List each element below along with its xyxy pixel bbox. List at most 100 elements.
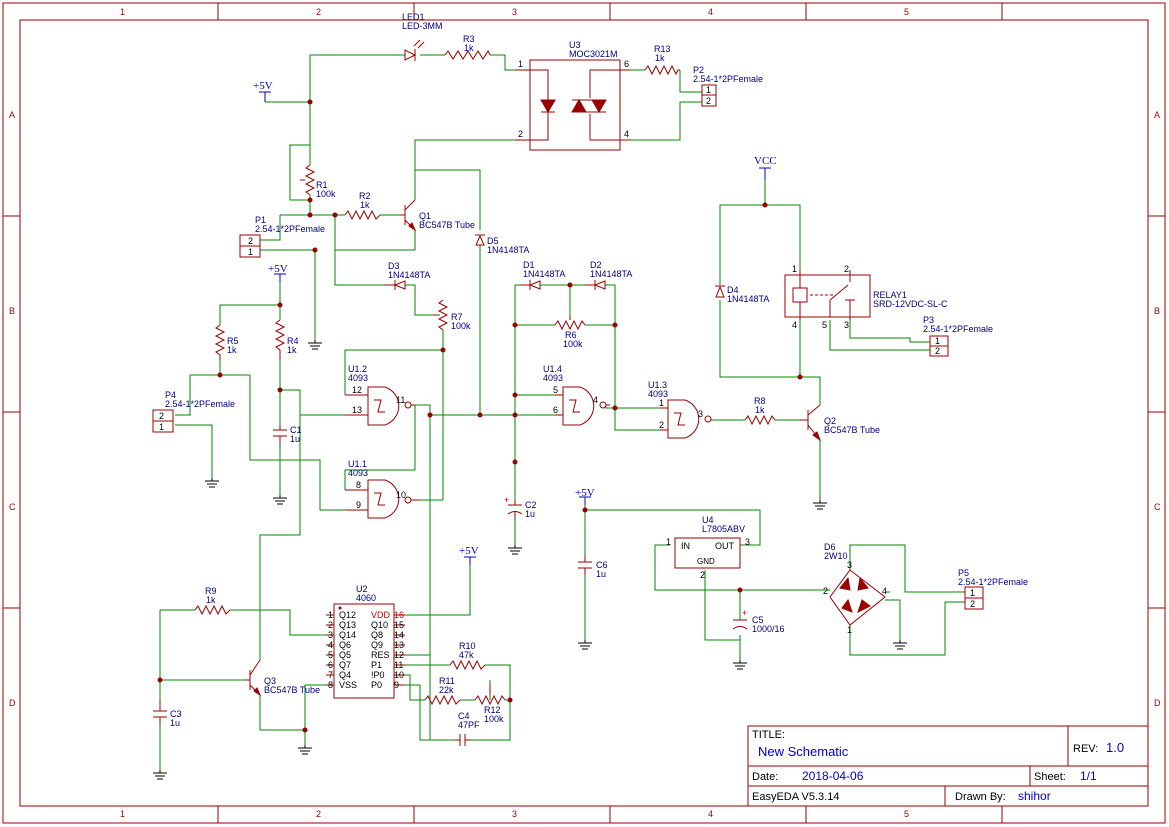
u2-pin-name: Q6 bbox=[339, 640, 351, 650]
capacitor-c3[interactable]: C3 1u bbox=[153, 700, 182, 728]
svg-text:IN: IN bbox=[681, 541, 690, 551]
svg-text:1u: 1u bbox=[290, 434, 300, 444]
u2-pin-number: 11 bbox=[394, 660, 403, 670]
optocoupler-u3[interactable]: U3 MOC3021M 1 2 6 4 bbox=[515, 40, 630, 151]
connector-p1[interactable]: 2 1 P1 2.54-1*2PFemale bbox=[239, 215, 325, 258]
sheet-label: Sheet: bbox=[1034, 771, 1066, 783]
potentiometer-r7[interactable]: R7 100k bbox=[433, 299, 471, 331]
svg-text:C6: C6 bbox=[596, 560, 608, 570]
connector-p4[interactable]: 2 1 P4 2.54-1*2PFemale bbox=[152, 390, 235, 433]
u2-pin-name: Q8 bbox=[371, 630, 383, 640]
transistor-q3[interactable]: Q3 BC547B Tube bbox=[245, 659, 320, 697]
u2-pin-name: Q4 bbox=[339, 670, 351, 680]
transistor-q1[interactable]: Q1 BC547B Tube bbox=[400, 199, 475, 232]
resistor-r8[interactable]: R8 1k bbox=[744, 396, 776, 426]
potentiometer-r12[interactable]: R12 100k bbox=[474, 685, 506, 724]
u2-pin: 9P0 bbox=[371, 680, 405, 690]
resistor-r5[interactable]: R5 1k bbox=[214, 324, 239, 360]
svg-text:BC547B Tube: BC547B Tube bbox=[824, 425, 880, 435]
grid-col-label: 3 bbox=[512, 809, 517, 819]
svg-text:Q3: Q3 bbox=[264, 676, 276, 686]
capacitor-c5[interactable]: + C5 1000/16 bbox=[732, 608, 785, 634]
svg-text:1000/16: 1000/16 bbox=[752, 624, 785, 634]
svg-text:100k: 100k bbox=[316, 189, 336, 199]
svg-text:R10: R10 bbox=[459, 641, 476, 651]
resistor-r4[interactable]: R4 1k bbox=[274, 319, 299, 360]
resistor-r3[interactable]: R3 1k bbox=[444, 34, 491, 60]
svg-text:GND: GND bbox=[697, 557, 715, 566]
svg-text:100k: 100k bbox=[484, 714, 504, 724]
svg-text:2: 2 bbox=[248, 236, 253, 246]
drawn-by-value: shihor bbox=[1018, 789, 1051, 803]
led1[interactable]: LED1 LED-3MM bbox=[402, 12, 443, 61]
svg-text:2W10: 2W10 bbox=[824, 551, 848, 561]
nand-gate-u1-3[interactable]: U1.3 4093 1 2 3 bbox=[648, 380, 712, 439]
svg-text:MOC3021M: MOC3021M bbox=[569, 49, 618, 59]
diode-d4[interactable]: D4 1N4148TA bbox=[715, 285, 769, 304]
date-value: 2018-04-06 bbox=[802, 769, 864, 783]
connector-p2[interactable]: 1 2 P2 2.54-1*2PFemale bbox=[693, 65, 763, 107]
svg-text:4093: 4093 bbox=[348, 468, 368, 478]
u2-pin-number: 10 bbox=[394, 670, 404, 680]
svg-text:100k: 100k bbox=[563, 339, 583, 349]
resistor-r10[interactable]: R10 47k bbox=[449, 641, 486, 671]
power-5v-top: +5V bbox=[253, 80, 273, 102]
potentiometer-r1[interactable]: R1 100k bbox=[300, 164, 336, 199]
svg-text:3: 3 bbox=[847, 560, 852, 570]
connector-p3[interactable]: 1 2 P3 2.54-1*2PFemale bbox=[923, 315, 993, 357]
svg-text:R1: R1 bbox=[316, 180, 328, 190]
nand-gate-u1-2[interactable]: U1.2 4093 12 13 11 bbox=[345, 364, 415, 426]
svg-text:R11: R11 bbox=[439, 676, 455, 686]
regulator-u4[interactable]: IN OUT GND 1 3 2 U4 L7805ABV bbox=[666, 515, 750, 580]
resistor-r13[interactable]: R13 1k bbox=[644, 44, 680, 76]
transistor-q2[interactable]: Q2 BC547B Tube bbox=[800, 404, 880, 442]
capacitor-c2[interactable]: + C2 1u bbox=[504, 495, 537, 520]
svg-text:4: 4 bbox=[882, 586, 887, 596]
svg-text:+5V: +5V bbox=[253, 80, 273, 92]
diode-d5[interactable]: D5 1N4148TA bbox=[475, 234, 529, 255]
relay-relay1[interactable]: 1 2 4 5 3 RELAY1 SRD-12VDC-SL-C bbox=[784, 264, 948, 330]
u2-pin-number: 6 bbox=[328, 660, 333, 670]
svg-text:1N4148TA: 1N4148TA bbox=[590, 269, 632, 279]
capacitor-c6[interactable]: C6 1u bbox=[578, 555, 608, 579]
svg-text:2: 2 bbox=[970, 599, 975, 609]
svg-text:2.54-1*2PFemale: 2.54-1*2PFemale bbox=[693, 74, 763, 84]
capacitor-c1[interactable]: C1 1u bbox=[273, 425, 302, 445]
capacitor-c4[interactable]: C4 47PF bbox=[455, 711, 480, 746]
u2-pin-name: Q12 bbox=[339, 610, 356, 620]
svg-text:1N4148TA: 1N4148TA bbox=[727, 294, 769, 304]
nand-gate-u1-1[interactable]: U1.1 4093 8 9 10 bbox=[345, 459, 420, 519]
connector-p5[interactable]: 1 2 P5 2.54-1*2PFemale bbox=[958, 568, 1028, 610]
u2-pin-name: Q5 bbox=[339, 650, 351, 660]
nand-gate-u1-4[interactable]: U1.4 4093 5 6 4 bbox=[543, 364, 610, 426]
u2-pin-name: !P0 bbox=[371, 670, 385, 680]
u2-pin-number: 5 bbox=[328, 650, 333, 660]
u2-pin-number: 1 bbox=[328, 610, 333, 620]
u2-pin-name: Q13 bbox=[339, 620, 356, 630]
svg-text:47k: 47k bbox=[459, 650, 474, 660]
diode-d2[interactable]: D2 1N4148TA bbox=[585, 260, 632, 290]
sheet-value: 1/1 bbox=[1080, 769, 1097, 783]
resistor-r9[interactable]: R9 1k bbox=[194, 586, 231, 616]
resistor-r11[interactable]: R11 22k bbox=[424, 676, 461, 706]
resistor-r2[interactable]: R2 1k bbox=[344, 191, 381, 221]
grid-row-label: A bbox=[9, 110, 15, 120]
drawn-by-label: Drawn By: bbox=[955, 791, 1006, 803]
svg-text:2: 2 bbox=[706, 96, 711, 106]
diode-d3[interactable]: D3 1N4148TA bbox=[385, 261, 430, 290]
svg-text:5: 5 bbox=[822, 320, 827, 330]
svg-text:R3: R3 bbox=[463, 34, 475, 44]
svg-text:1u: 1u bbox=[596, 569, 606, 579]
u2-pin-number: 9 bbox=[394, 680, 399, 690]
svg-text:C4: C4 bbox=[458, 711, 470, 721]
diode-d1[interactable]: D1 1N4148TA bbox=[520, 260, 565, 290]
svg-text:1k: 1k bbox=[227, 345, 237, 355]
potentiometer-r6[interactable]: R6 100k bbox=[554, 316, 586, 349]
bridge-rectifier-d6[interactable]: 3 2 4 1 D6 2W10 bbox=[823, 542, 887, 635]
led1-ref: LED1 bbox=[402, 12, 425, 22]
